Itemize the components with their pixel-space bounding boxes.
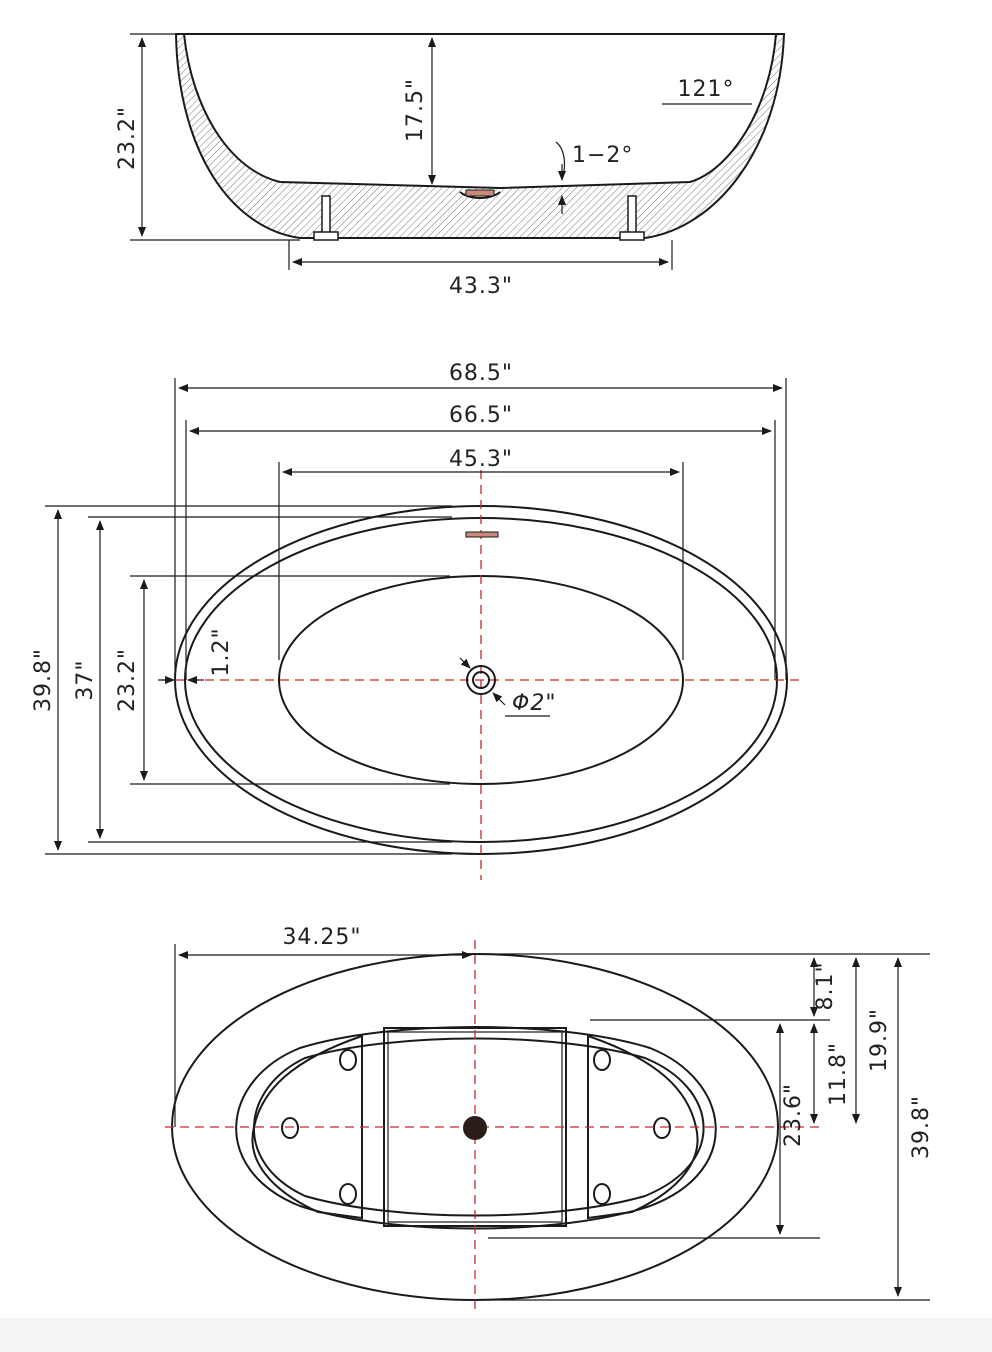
foot-left-bottom (339, 1183, 357, 1205)
bottom-view: 34.25" 8.1" 11.8" 19.9" 23.6" 39.8" (165, 925, 934, 1310)
foot-right-mid (653, 1117, 671, 1139)
overflow-slot (465, 531, 499, 538)
leveling-foot-right (619, 195, 645, 241)
top-view: Φ2" 68.5" 66.5" 45.3" 39.8" 37" 23.2" 1.… (31, 361, 800, 880)
dim-rim-length: 66.5" (449, 403, 513, 428)
left-support-pad (251, 1034, 363, 1220)
drain-outlet (463, 1116, 487, 1140)
dim-inner-width: 23.2" (115, 648, 140, 712)
tub-wall-section (174, 33, 786, 239)
drain-plug (465, 189, 495, 197)
dim-rim-width: 37" (73, 659, 98, 700)
dim-base-width-bottom: 23.6" (781, 1083, 806, 1147)
dim-wall-angle: 121° (678, 77, 735, 102)
dim-base-half-width: 11.8" (826, 1042, 851, 1106)
foot-right-top (593, 1049, 611, 1071)
dim-side-height: 23.2" (115, 106, 140, 170)
dim-base-width: 43.3" (449, 274, 513, 299)
foot-right-bottom (593, 1183, 611, 1205)
dim-inner-length: 45.3" (449, 447, 513, 472)
dim-outer-width-bottom: 39.8" (909, 1095, 934, 1159)
leveling-foot-left (313, 195, 339, 241)
base-frame-inner (252, 1037, 705, 1217)
dim-inner-depth: 17.5" (403, 78, 428, 142)
slope-arc (555, 141, 566, 179)
dim-half-length: 34.25" (282, 925, 361, 950)
dim-edge-to-base: 8.1" (813, 961, 838, 1010)
dim-center-offset: 19.9" (867, 1008, 892, 1072)
foot-left-top (339, 1049, 357, 1071)
dim-outer-length: 68.5" (449, 361, 513, 386)
dim-outer-width: 39.8" (31, 648, 56, 712)
drain-outer-ring (466, 665, 496, 695)
dim-drain-diameter: Φ2" (512, 691, 556, 716)
dim-rim-thickness: 1.2" (209, 627, 234, 676)
footer-band (0, 1318, 992, 1352)
foot-left-mid (281, 1117, 299, 1139)
side-view: 23.2" 17.5" 121° 1−2° 43.3" (115, 33, 786, 299)
drain-inner-ring (472, 671, 490, 689)
dim-floor-slope: 1−2° (572, 143, 633, 168)
drain-well (459, 191, 501, 199)
